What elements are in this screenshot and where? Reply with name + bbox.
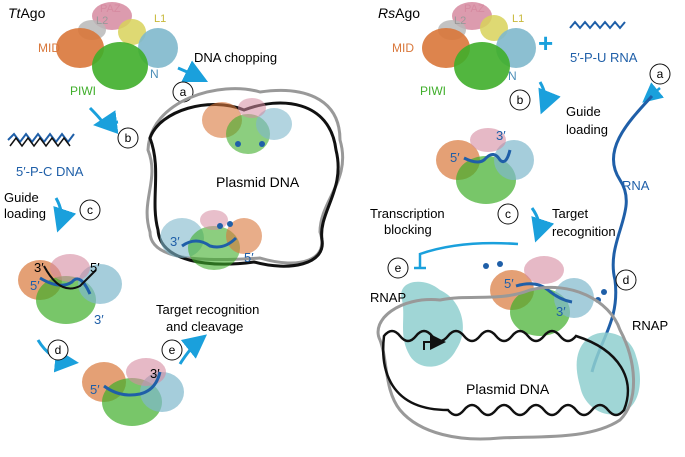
tt-plasmid-5prime: 5′	[244, 250, 254, 265]
rs-guide-loading-2: loading	[566, 122, 608, 137]
guide-dna-strand	[7, 132, 75, 148]
rs-step-b-circle	[509, 89, 531, 111]
rs-step-c-label: c	[505, 207, 511, 221]
rnap-right-blob	[576, 332, 640, 415]
tt-mid-label: MID	[38, 41, 60, 55]
rs-plasmid-label: Plasmid DNA	[466, 381, 550, 397]
tt-n-label: N	[150, 67, 159, 81]
transcription-label-2: blocking	[384, 222, 432, 237]
rs-title-italic: Rs	[378, 5, 395, 21]
tt-step-c-circle	[79, 199, 101, 221]
tt-step-d-label: d	[55, 343, 62, 357]
rs-plasmid-5prime: 5′	[504, 276, 514, 291]
ttago-protein-top	[56, 2, 178, 90]
ttago-bottom-protein	[82, 358, 184, 426]
right-panel: RsAgo PAZ L2 L1 MID N PIWI + 5′-P-U RNA …	[370, 2, 671, 441]
rs-n-label: N	[508, 69, 517, 83]
guide-rna-label: 5′-P-U RNA	[570, 50, 638, 65]
guide-rna-strand	[569, 20, 626, 30]
tt-step-e-label: e	[169, 343, 176, 357]
rs-loaded-3prime: 3′	[496, 128, 506, 143]
guide-dna-label: 5′-P-C DNA	[16, 164, 84, 179]
tt-step-a-label: a	[180, 85, 187, 99]
rs-guide-loading-1: Guide	[566, 104, 601, 119]
left-panel: TtAgo PAZ L2 L1 MID N PIWI DNA chopping …	[4, 2, 345, 426]
rs-l2-label: L2	[454, 15, 466, 27]
tt-cleavage-marks	[217, 141, 265, 229]
rs-target-label-1: Target	[552, 206, 589, 221]
rnap-right-label: RNAP	[632, 318, 668, 333]
transcription-label-1: Transcription	[370, 206, 445, 221]
tt-paz-label: PAZ	[100, 3, 121, 15]
tt-step-c-arrow	[53, 197, 77, 233]
rs-target-label-2: recognition	[552, 224, 616, 239]
tt-loaded-3prime-guide: 3′	[94, 312, 104, 327]
tt-step-b-label: b	[125, 131, 132, 145]
rs-step-a-label: a	[657, 67, 664, 81]
rs-title-rest: Ago	[395, 5, 420, 21]
rsago-protein-top	[422, 2, 536, 90]
ttago-loaded-protein	[18, 254, 122, 324]
tt-loaded-3prime-top: 3′	[34, 260, 44, 275]
rs-step-e-circle	[387, 257, 409, 279]
transcription-start-arrow	[423, 334, 446, 350]
rs-loaded-5prime: 5′	[450, 150, 460, 165]
tt-guide-loading-1: Guide	[4, 190, 39, 205]
tt-guide-loading-2: loading	[4, 206, 46, 221]
rs-step-c-arrow	[530, 207, 555, 243]
tt-step-b-arrow	[88, 106, 106, 125]
tt-title-rest: Ago	[20, 5, 45, 21]
tt-step-b-circle	[117, 127, 139, 149]
rs-step-d-label: d	[623, 273, 630, 287]
rsago-loaded-protein	[436, 128, 534, 204]
blocking-arrow	[418, 241, 519, 268]
rs-step-b-arrow	[538, 81, 561, 115]
tt-step-c-label: c	[87, 203, 93, 217]
rnap-left-blob	[401, 281, 463, 367]
tt-bottom-3prime: 3′	[150, 366, 160, 381]
rs-l1-label: L1	[512, 13, 524, 25]
rs-piwi-label: PIWI	[420, 84, 446, 98]
rs-mid-label: MID	[392, 41, 414, 55]
tt-bottom-5prime: 5′	[90, 382, 100, 397]
rs-step-d-circle	[615, 269, 637, 291]
rs-plasmid-3prime: 3′	[556, 304, 566, 319]
rs-plasmid-grey	[376, 285, 636, 441]
tt-step-e-arrow	[178, 334, 208, 365]
rna-strand	[590, 94, 654, 373]
tt-target-label-2: and cleavage	[166, 319, 243, 334]
svg-text:TtAgo: TtAgo	[8, 5, 46, 21]
rs-plasmid-black	[382, 329, 630, 417]
plus-sign: +	[538, 28, 553, 58]
rs-step-b-label: b	[517, 93, 524, 107]
ttago-plasmid-protein-bottom	[160, 210, 262, 270]
tt-step-d-circle	[47, 339, 69, 361]
tt-l1-label: L1	[154, 13, 166, 25]
tt-target-label-1: Target recognition	[156, 302, 259, 317]
tt-plasmid-grey	[145, 87, 345, 265]
dna-chopping-label: DNA chopping	[194, 50, 277, 65]
rsago-plasmid-protein	[490, 256, 594, 336]
tt-piwi-label: PIWI	[70, 84, 96, 98]
ttago-plasmid-protein-top	[202, 98, 292, 154]
rs-paz-label: PAZ	[464, 3, 485, 15]
svg-text:RsAgo: RsAgo	[378, 5, 420, 21]
rs-step-e-label: e	[395, 261, 402, 275]
tt-step-e-circle	[161, 339, 183, 361]
rnap-left-label: RNAP	[370, 290, 406, 305]
tt-loaded-5prime-top: 5′	[90, 260, 100, 275]
tt-title-italic: Tt	[8, 5, 22, 21]
rna-label: RNA	[622, 178, 650, 193]
tt-plasmid-3prime: 3′	[170, 234, 180, 249]
tt-loaded-5prime-guide: 5′	[30, 278, 40, 293]
rs-step-c-circle	[497, 203, 519, 225]
tt-l2-label: L2	[96, 15, 108, 27]
tt-plasmid-label: Plasmid DNA	[216, 174, 300, 190]
dna-chopping-arrow	[177, 60, 209, 83]
